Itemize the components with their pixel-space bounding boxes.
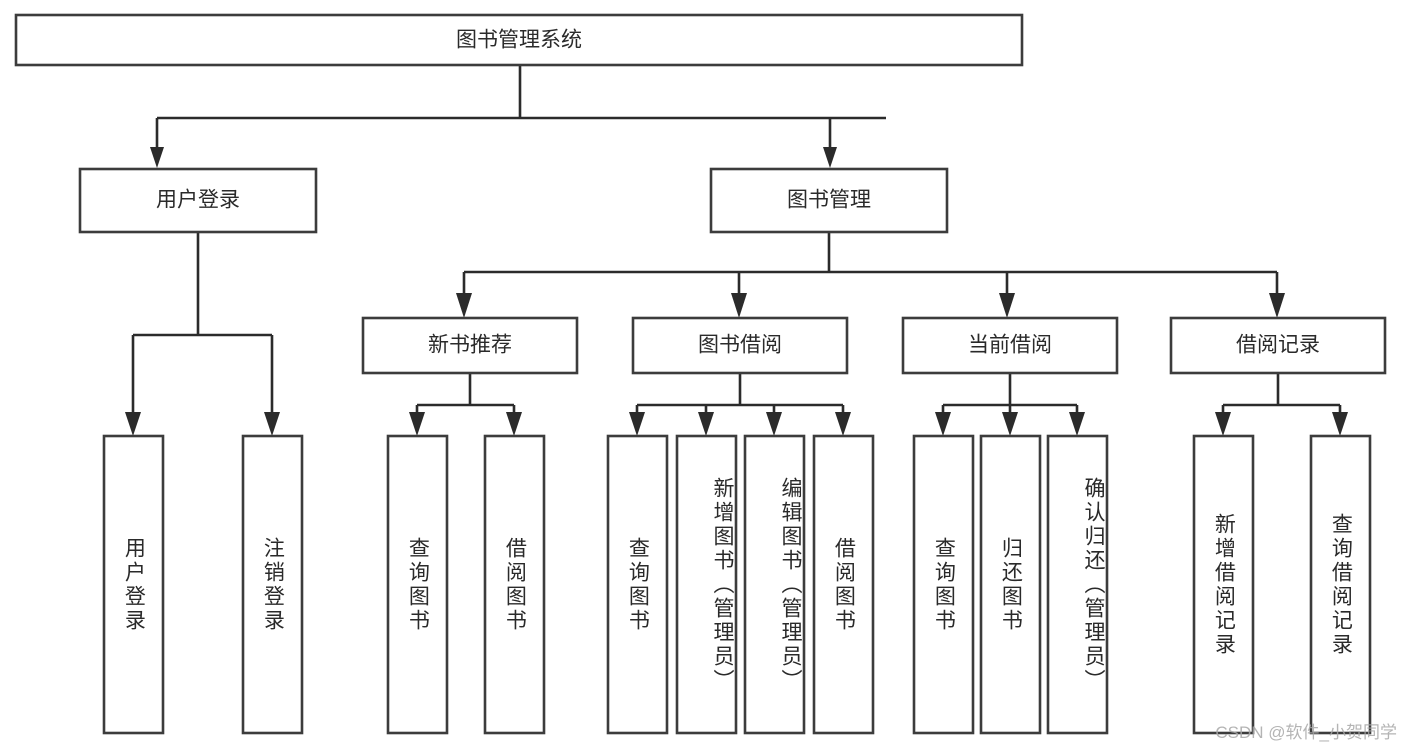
- arrow-head-leaf-user-logout: [264, 412, 280, 436]
- arrow-head-user-login: [150, 147, 164, 168]
- node-new-book-recommend-label: 新书推荐: [428, 334, 512, 357]
- arrow-head-current-borrow: [999, 293, 1015, 318]
- node-book-management-box[interactable]: [709, 167, 949, 234]
- connector-root-to-level2: [155, 65, 886, 148]
- arrow-head-borrow-record: [1269, 293, 1285, 318]
- node-leaf-borrow-book-2-box[interactable]: [812, 434, 875, 735]
- arrow-head-leaf-edit-book: [766, 412, 782, 436]
- node-current-borrow[interactable]: 当前借阅: [901, 316, 1119, 375]
- node-leaf-query-record-box[interactable]: [1309, 434, 1372, 735]
- arrow-head-leaf-borrow-book-1: [506, 412, 522, 436]
- node-borrow-record-box[interactable]: [1169, 316, 1387, 375]
- node-new-book-recommend[interactable]: 新书推荐: [361, 316, 579, 375]
- node-leaf-query-book-1-box[interactable]: [386, 434, 449, 735]
- arrow-head-leaf-return-book: [1002, 412, 1018, 436]
- node-leaf-add-book-box[interactable]: [675, 434, 738, 735]
- node-current-borrow-label: 当前借阅: [968, 334, 1052, 357]
- connector-group-borrow-record: [1215, 373, 1348, 436]
- connector-group-new-book-recommend: [409, 373, 522, 436]
- node-book-borrow-box[interactable]: [631, 316, 849, 375]
- connector-user-login-to-leaves: [131, 232, 274, 415]
- node-leaf-add-record-box[interactable]: [1192, 434, 1255, 735]
- arrow-head-leaf-borrow-book-2: [835, 412, 851, 436]
- connector-group-user-login: [125, 232, 280, 436]
- arrow-head-new-book-recommend: [456, 293, 472, 318]
- arrow-head-leaf-query-book-2: [629, 412, 645, 436]
- node-leaf-user-login-box[interactable]: [102, 434, 165, 735]
- connector-current-borrow-to-leaves: [941, 373, 1079, 415]
- node-current-borrow-box[interactable]: [901, 316, 1119, 375]
- node-new-book-recommend-box[interactable]: [361, 316, 579, 375]
- node-leaf-user-logout-box[interactable]: [241, 434, 304, 735]
- connector-group-root: [150, 65, 886, 168]
- arrow-head-leaf-add-record: [1215, 412, 1231, 436]
- arrow-head-book-borrow: [731, 293, 747, 318]
- node-root-label: 图书管理系统: [456, 29, 582, 52]
- connector-group-current-borrow: [935, 373, 1085, 436]
- node-leaf-edit-book-box[interactable]: [743, 434, 806, 735]
- arrow-head-leaf-query-book-1: [409, 412, 425, 436]
- arrow-head-leaf-user-login: [125, 412, 141, 436]
- node-root-box[interactable]: [14, 13, 1024, 67]
- arrow-head-book-management: [823, 147, 837, 168]
- node-user-login-box[interactable]: [78, 167, 318, 234]
- arrow-head-leaf-add-book: [698, 412, 714, 436]
- arrow-head-leaf-query-book-3: [935, 412, 951, 436]
- node-book-management-label: 图书管理: [787, 189, 871, 212]
- node-book-borrow-label: 图书借阅: [698, 334, 782, 357]
- node-root[interactable]: 图书管理系统: [14, 13, 1024, 67]
- node-leaf-borrow-book-1-box[interactable]: [483, 434, 546, 735]
- arrow-head-leaf-confirm-return: [1069, 412, 1085, 436]
- node-user-login[interactable]: 用户登录: [78, 167, 318, 234]
- connector-new-book-recommend-to-leaves: [415, 373, 516, 415]
- node-book-borrow[interactable]: 图书借阅: [631, 316, 849, 375]
- node-borrow-record[interactable]: 借阅记录: [1169, 316, 1387, 375]
- node-leaf-return-book-box[interactable]: [979, 434, 1042, 735]
- connector-borrow-record-to-leaves: [1221, 373, 1342, 415]
- watermark-text: CSDN @软件_小贺同学: [1215, 723, 1397, 742]
- arrow-head-leaf-query-record: [1332, 412, 1348, 436]
- node-user-login-label: 用户登录: [156, 189, 240, 212]
- node-leaf-confirm-return-box[interactable]: [1046, 434, 1109, 735]
- connector-group-book-management: [456, 232, 1285, 318]
- node-leaf-query-book-2-box[interactable]: [606, 434, 669, 735]
- node-book-management[interactable]: 图书管理: [709, 167, 949, 234]
- connector-group-book-borrow: [629, 373, 851, 436]
- connector-book-management-to-level3: [462, 232, 1279, 296]
- node-borrow-record-label: 借阅记录: [1236, 334, 1320, 357]
- connector-book-borrow-to-leaves: [635, 373, 845, 415]
- node-leaf-query-book-3-box[interactable]: [912, 434, 975, 735]
